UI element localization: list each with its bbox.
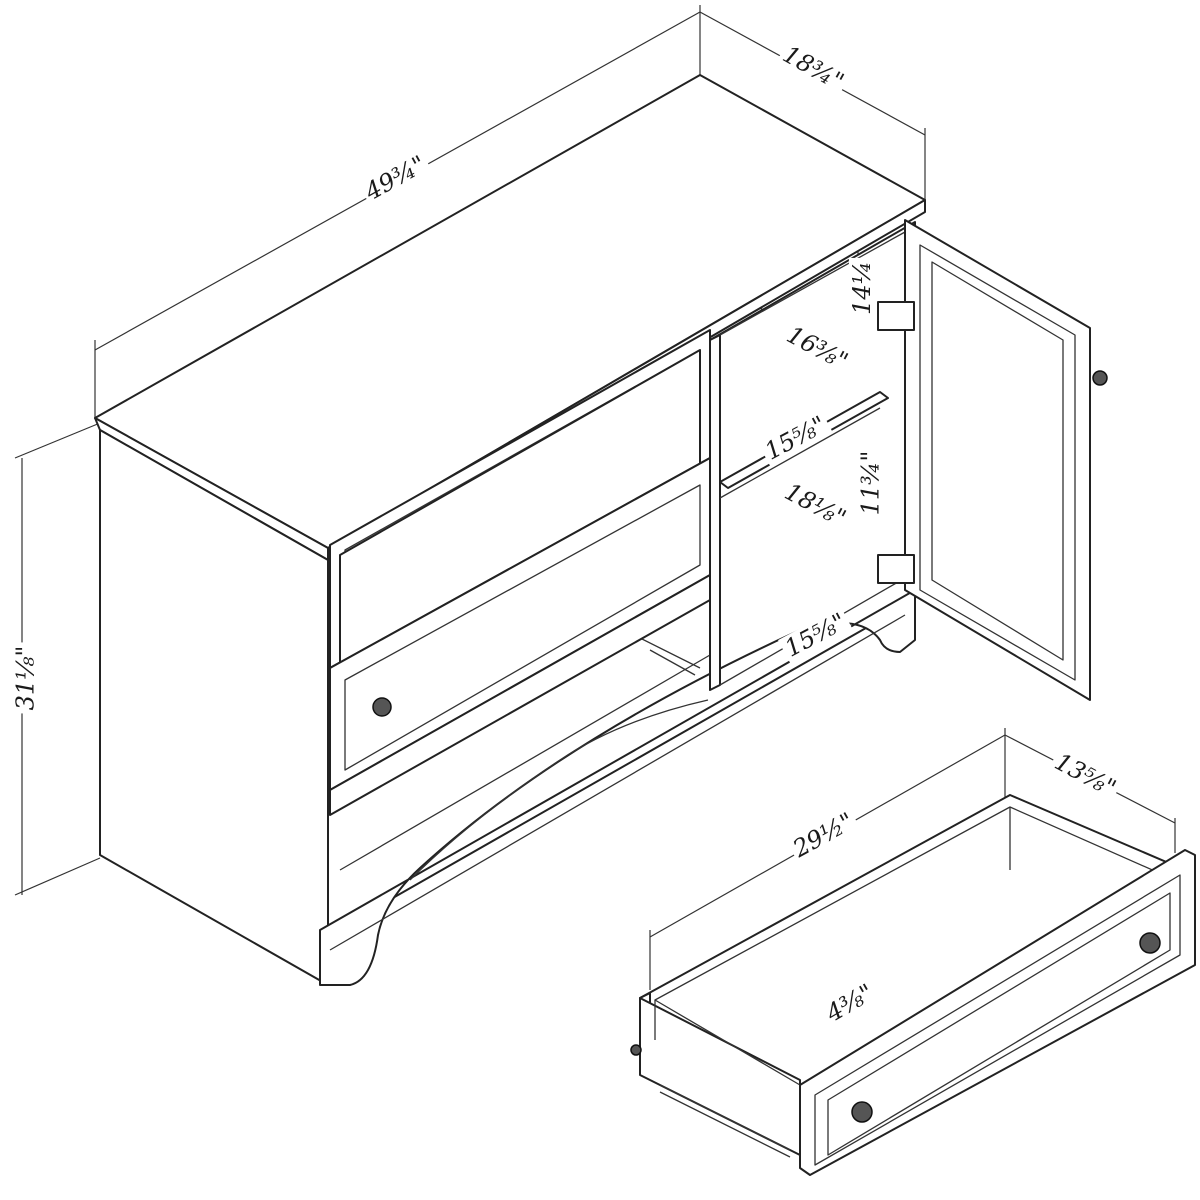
drawer-detail (630, 794, 1196, 1176)
label-overall-height: 31⅛" (11, 642, 39, 714)
hinge-icon (877, 301, 915, 331)
cabinet-door (904, 219, 1091, 701)
door-knob-icon (1092, 370, 1108, 386)
knob-icon (372, 697, 392, 717)
label-door-middle-height: 11¾" (856, 447, 884, 519)
runner-wheel-icon (630, 1044, 642, 1056)
hinge-icon (877, 554, 915, 584)
drawer-front-panel (799, 849, 1196, 1176)
label-door-top-height: 14¼ (848, 258, 876, 318)
knob-icon (851, 1101, 873, 1123)
dresser-body (94, 74, 1108, 986)
knob-icon (1139, 932, 1161, 954)
